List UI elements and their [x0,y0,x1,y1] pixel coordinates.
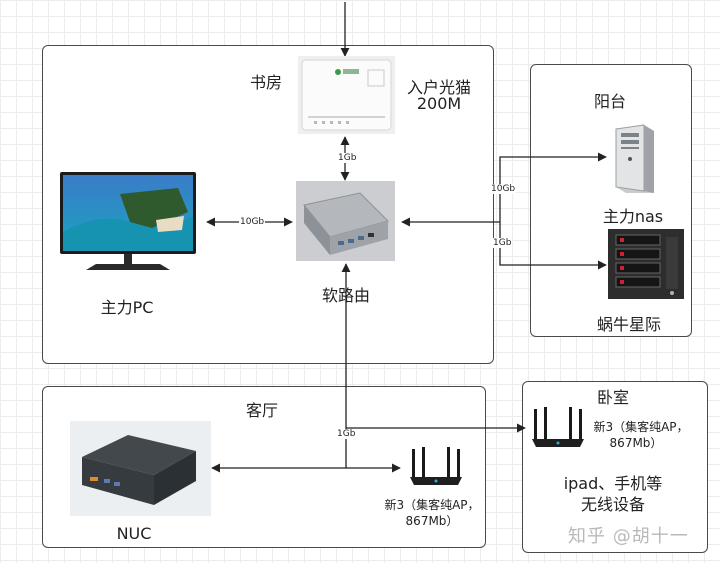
link-label-router-living: 1Gb [336,429,356,439]
soft-router-image [296,181,395,261]
link-label-router-snail: 1Gb [492,238,512,248]
room-label-study: 书房 [250,69,282,93]
monitor-pc-image [60,172,196,272]
nuc-image [70,421,211,516]
pc-label: 主力PC [92,294,162,318]
room-label-bedroom: 卧室 [597,384,629,408]
watermark-text: 知乎 @胡十一 [568,522,689,548]
living-ap-label-line2: 867Mb） [380,513,484,529]
link-label-router-nas: 10Gb [490,184,516,194]
nas-label: 主力nas [588,203,678,227]
bedroom-ap-label-line2: 867Mb） [586,435,686,451]
nas-tower-image [614,123,656,195]
room-label-living: 客厅 [246,397,278,421]
router-label: 软路由 [311,282,381,306]
living-ap-label-line1: 新3（集客纯AP， [380,497,484,513]
wireless-label-line2: 无线设备 [548,491,678,515]
snail-nas-image [608,229,684,299]
snail-label: 蜗牛星际 [584,311,674,335]
optical-modem-image [298,56,395,134]
bedroom-ap-label-line1: 新3（集客纯AP， [586,419,696,435]
link-label-modem-router: 1Gb [337,153,357,163]
nuc-label: NUC [102,524,166,543]
bedroom-ap-router-image [530,407,586,449]
living-ap-router-image [408,447,464,487]
room-label-balcony: 阳台 [594,88,626,112]
link-label-pc-router: 10Gb [239,217,265,227]
modem-label-line2: 200M [406,94,472,113]
